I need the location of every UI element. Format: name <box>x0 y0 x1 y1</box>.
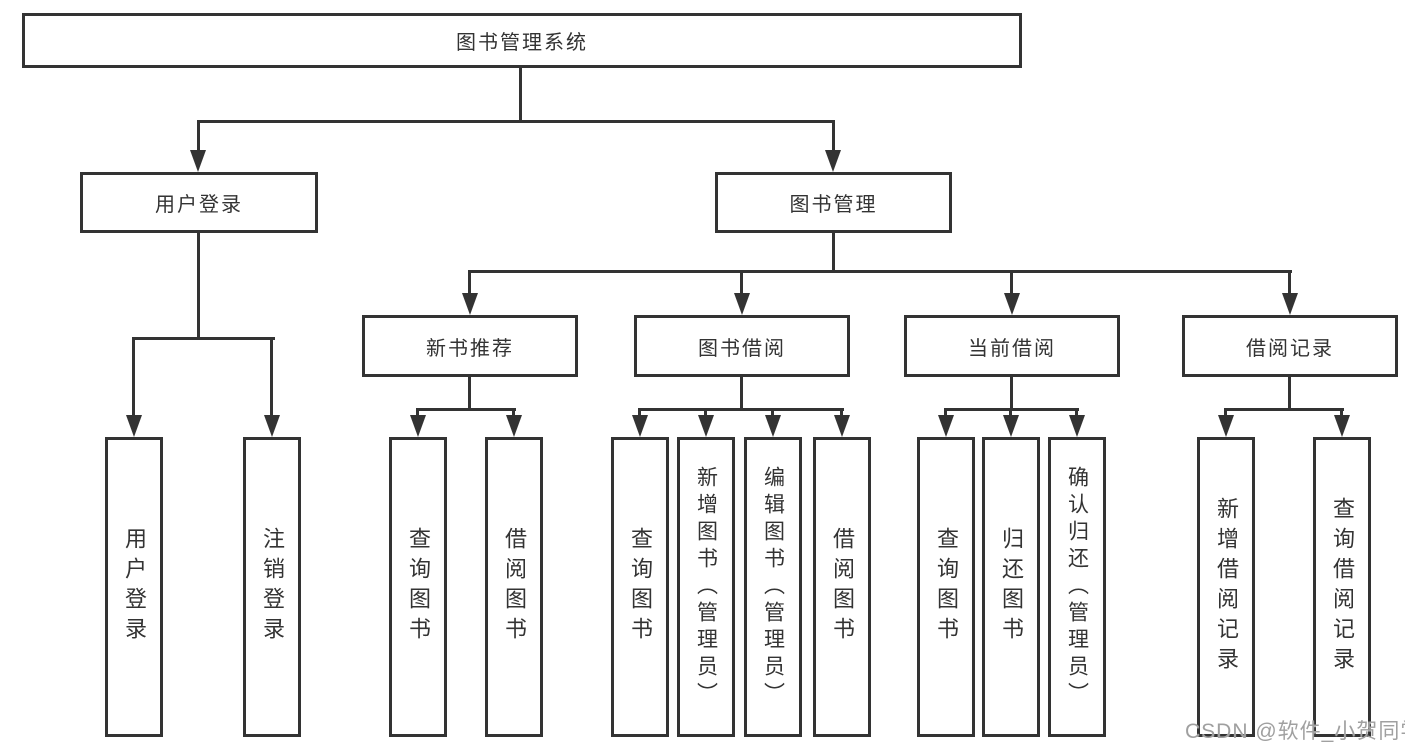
connector-line <box>468 270 1292 273</box>
arrow-down-icon <box>632 415 648 437</box>
connector-line <box>1224 408 1344 411</box>
connector-line <box>740 270 743 295</box>
connector-line <box>197 120 835 123</box>
node-current-borrowing: 当前借阅 <box>904 315 1120 377</box>
node-borrowing-records: 借阅记录 <box>1182 315 1398 377</box>
arrow-down-icon <box>765 415 781 437</box>
connector-line <box>1010 377 1013 410</box>
leaf-borrowing-borrow-books: 借阅图书 <box>813 437 871 737</box>
leaf-current-return-books: 归还图书 <box>982 437 1040 737</box>
connector-line <box>270 337 273 417</box>
leaf-newbook-query-books: 查询图书 <box>389 437 447 737</box>
arrow-down-icon <box>462 293 478 315</box>
leaf-borrowing-add-books-admin: 新增图书（管理员） <box>677 437 735 737</box>
connector-line <box>132 337 275 340</box>
node-book-borrowing: 图书借阅 <box>634 315 850 377</box>
leaf-records-query-borrow-record: 查询借阅记录 <box>1313 437 1371 737</box>
arrow-down-icon <box>834 415 850 437</box>
connector-line <box>944 408 947 416</box>
connector-line <box>1288 270 1291 295</box>
connector-line <box>638 408 641 416</box>
connector-line <box>1075 408 1078 416</box>
connector-line <box>197 120 200 152</box>
connector-line <box>197 232 200 340</box>
connector-line <box>1009 408 1012 416</box>
connector-line <box>468 377 471 410</box>
leaf-current-confirm-return-admin: 确认归还（管理员） <box>1048 437 1106 737</box>
connector-line <box>1010 270 1013 295</box>
node-user-login: 用户登录 <box>80 172 318 233</box>
leaf-borrowing-edit-books-admin: 编辑图书（管理员） <box>744 437 802 737</box>
arrow-down-icon <box>1218 415 1234 437</box>
connector-line <box>1288 377 1291 410</box>
connector-line <box>132 337 135 417</box>
leaf-records-add-borrow-record: 新增借阅记录 <box>1197 437 1255 737</box>
connector-line <box>416 408 419 416</box>
leaf-newbook-borrow-books: 借阅图书 <box>485 437 543 737</box>
arrow-down-icon <box>264 415 280 437</box>
connector-line <box>512 408 515 416</box>
leaf-borrowing-query-books: 查询图书 <box>611 437 669 737</box>
connector-line <box>704 408 707 416</box>
connector-line <box>1224 408 1227 416</box>
arrow-down-icon <box>126 415 142 437</box>
connector-line <box>416 408 516 411</box>
node-book-management: 图书管理 <box>715 172 952 233</box>
node-new-book-recommend: 新书推荐 <box>362 315 578 377</box>
arrow-down-icon <box>506 415 522 437</box>
connector-line <box>832 232 835 273</box>
leaf-user-login: 用户登录 <box>105 437 163 737</box>
connector-line <box>832 120 835 152</box>
arrow-down-icon <box>938 415 954 437</box>
connector-line <box>519 68 522 122</box>
connector-line <box>638 408 844 411</box>
arrow-down-icon <box>1069 415 1085 437</box>
arrow-down-icon <box>1282 293 1298 315</box>
leaf-current-query-books: 查询图书 <box>917 437 975 737</box>
arrow-down-icon <box>190 150 206 172</box>
connector-line <box>740 377 743 410</box>
arrow-down-icon <box>825 150 841 172</box>
arrow-down-icon <box>698 415 714 437</box>
connector-line <box>840 408 843 416</box>
leaf-logout: 注销登录 <box>243 437 301 737</box>
arrow-down-icon <box>1004 293 1020 315</box>
arrow-down-icon <box>1003 415 1019 437</box>
connector-line <box>771 408 774 416</box>
connector-line <box>1340 408 1343 416</box>
arrow-down-icon <box>1334 415 1350 437</box>
csdn-watermark: CSDN @软件_小贺同学 <box>1185 720 1405 743</box>
node-root-library-system: 图书管理系统 <box>22 13 1022 68</box>
arrow-down-icon <box>410 415 426 437</box>
arrow-down-icon <box>734 293 750 315</box>
connector-line <box>468 270 471 295</box>
